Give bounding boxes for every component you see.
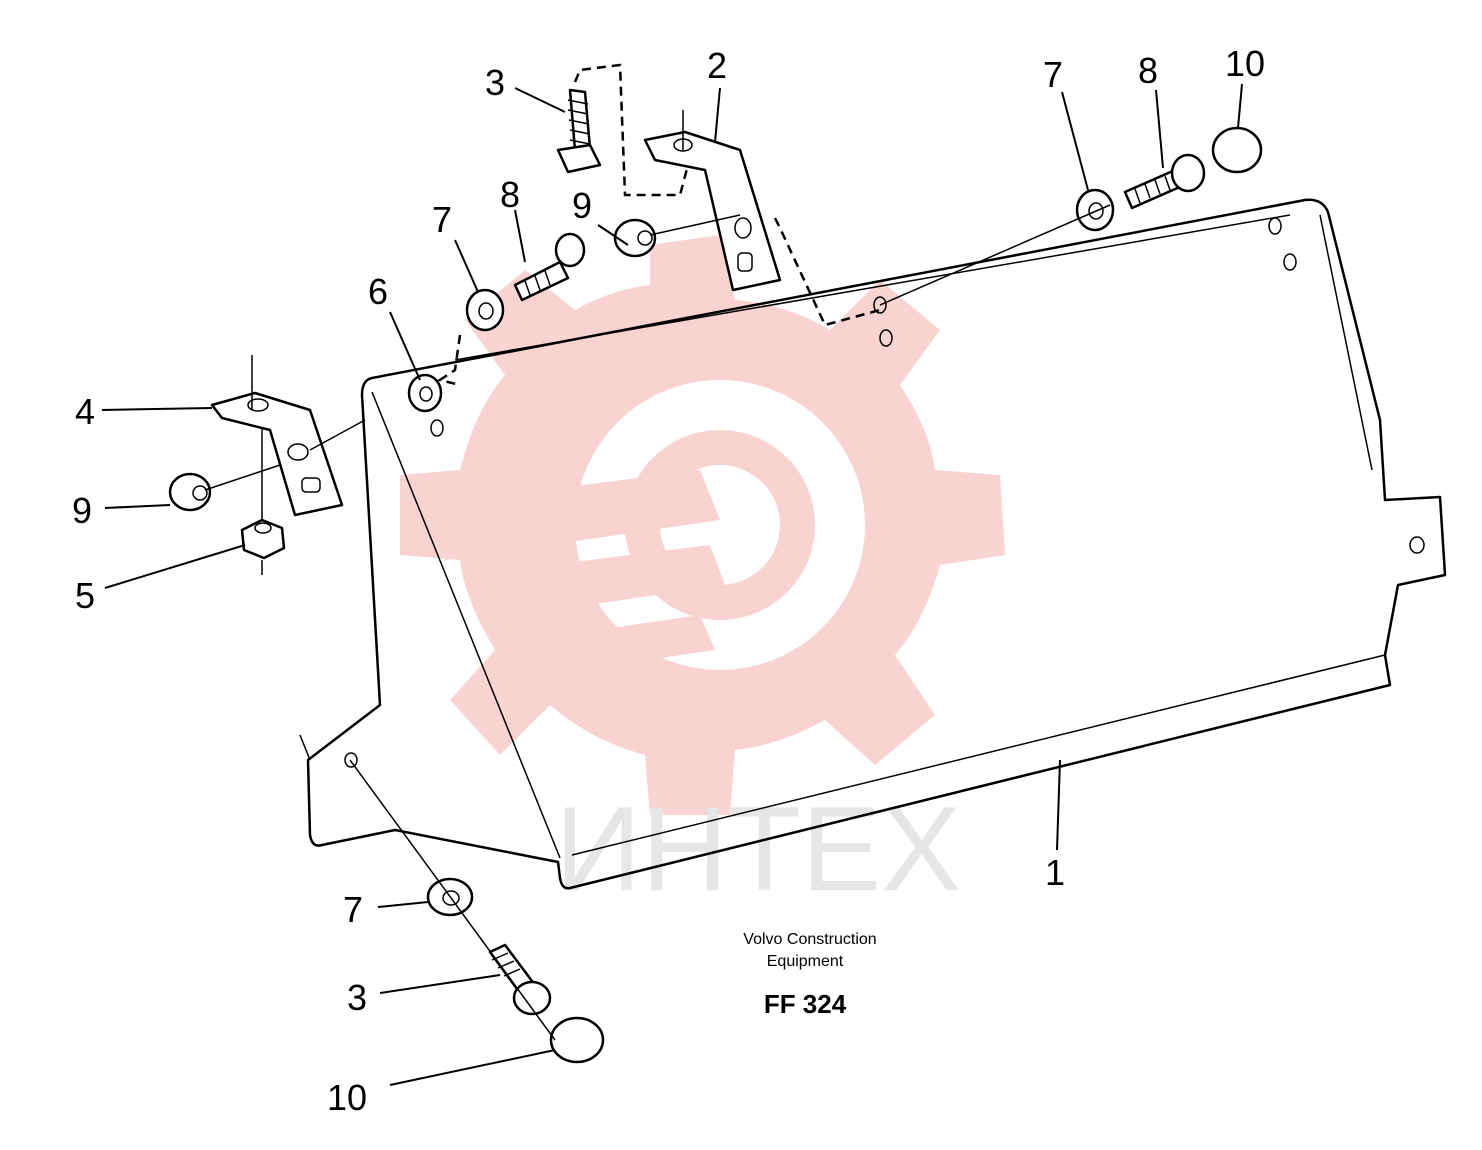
callout-6: 6 (368, 271, 388, 312)
nut-5 (240, 518, 286, 560)
cover-panel (299, 198, 1447, 890)
watermark-text: ИНТЕХ (555, 782, 961, 916)
cap-10-bottom (549, 1016, 605, 1064)
bracket-left (210, 355, 344, 520)
callout-9-left: 9 (72, 490, 92, 531)
callout-10-top-right: 10 (1225, 43, 1265, 84)
assembly-lines (204, 63, 1111, 1041)
leader-lines (101, 83, 1243, 1086)
bolt-3-bottom (488, 943, 552, 1016)
washer-7-top-right (1075, 188, 1115, 232)
screw-8-top-right (1123, 153, 1206, 210)
callout-7-top-left: 7 (432, 199, 452, 240)
caption-line-1: Volvo Construction (743, 931, 876, 948)
screw-8-top-left (513, 232, 586, 302)
bracket-top (643, 110, 782, 292)
callout-3-top: 3 (485, 62, 505, 103)
callout-7-bottom: 7 (343, 889, 363, 930)
callout-9-top: 9 (572, 185, 592, 226)
callout-1: 1 (1045, 852, 1065, 893)
callout-10-bottom: 10 (327, 1077, 367, 1118)
callout-7-top-right: 7 (1043, 54, 1063, 95)
callout-4: 4 (75, 391, 95, 432)
callout-5: 5 (75, 575, 95, 616)
callout-8-top-left: 8 (500, 174, 520, 215)
washer-6 (407, 373, 443, 413)
watermark-logo (400, 235, 1005, 815)
callout-8-top-right: 8 (1138, 50, 1158, 91)
bolt-top (556, 88, 602, 174)
washer-7-top-left (465, 288, 505, 332)
callout-2: 2 (707, 45, 727, 86)
cap-10-top-right (1211, 126, 1263, 174)
callout-3-bottom: 3 (347, 977, 367, 1018)
figure-caption: Volvo Construction Equipment FF 324 (743, 931, 876, 1019)
nut-9-top (613, 218, 657, 258)
nut-9-left (168, 472, 212, 512)
caption-line-2: Equipment (767, 953, 844, 970)
figure-code: FF 324 (764, 989, 847, 1019)
callout-labels: 1 2 3 3 4 5 6 7 7 7 8 8 9 9 10 10 (72, 43, 1265, 1118)
